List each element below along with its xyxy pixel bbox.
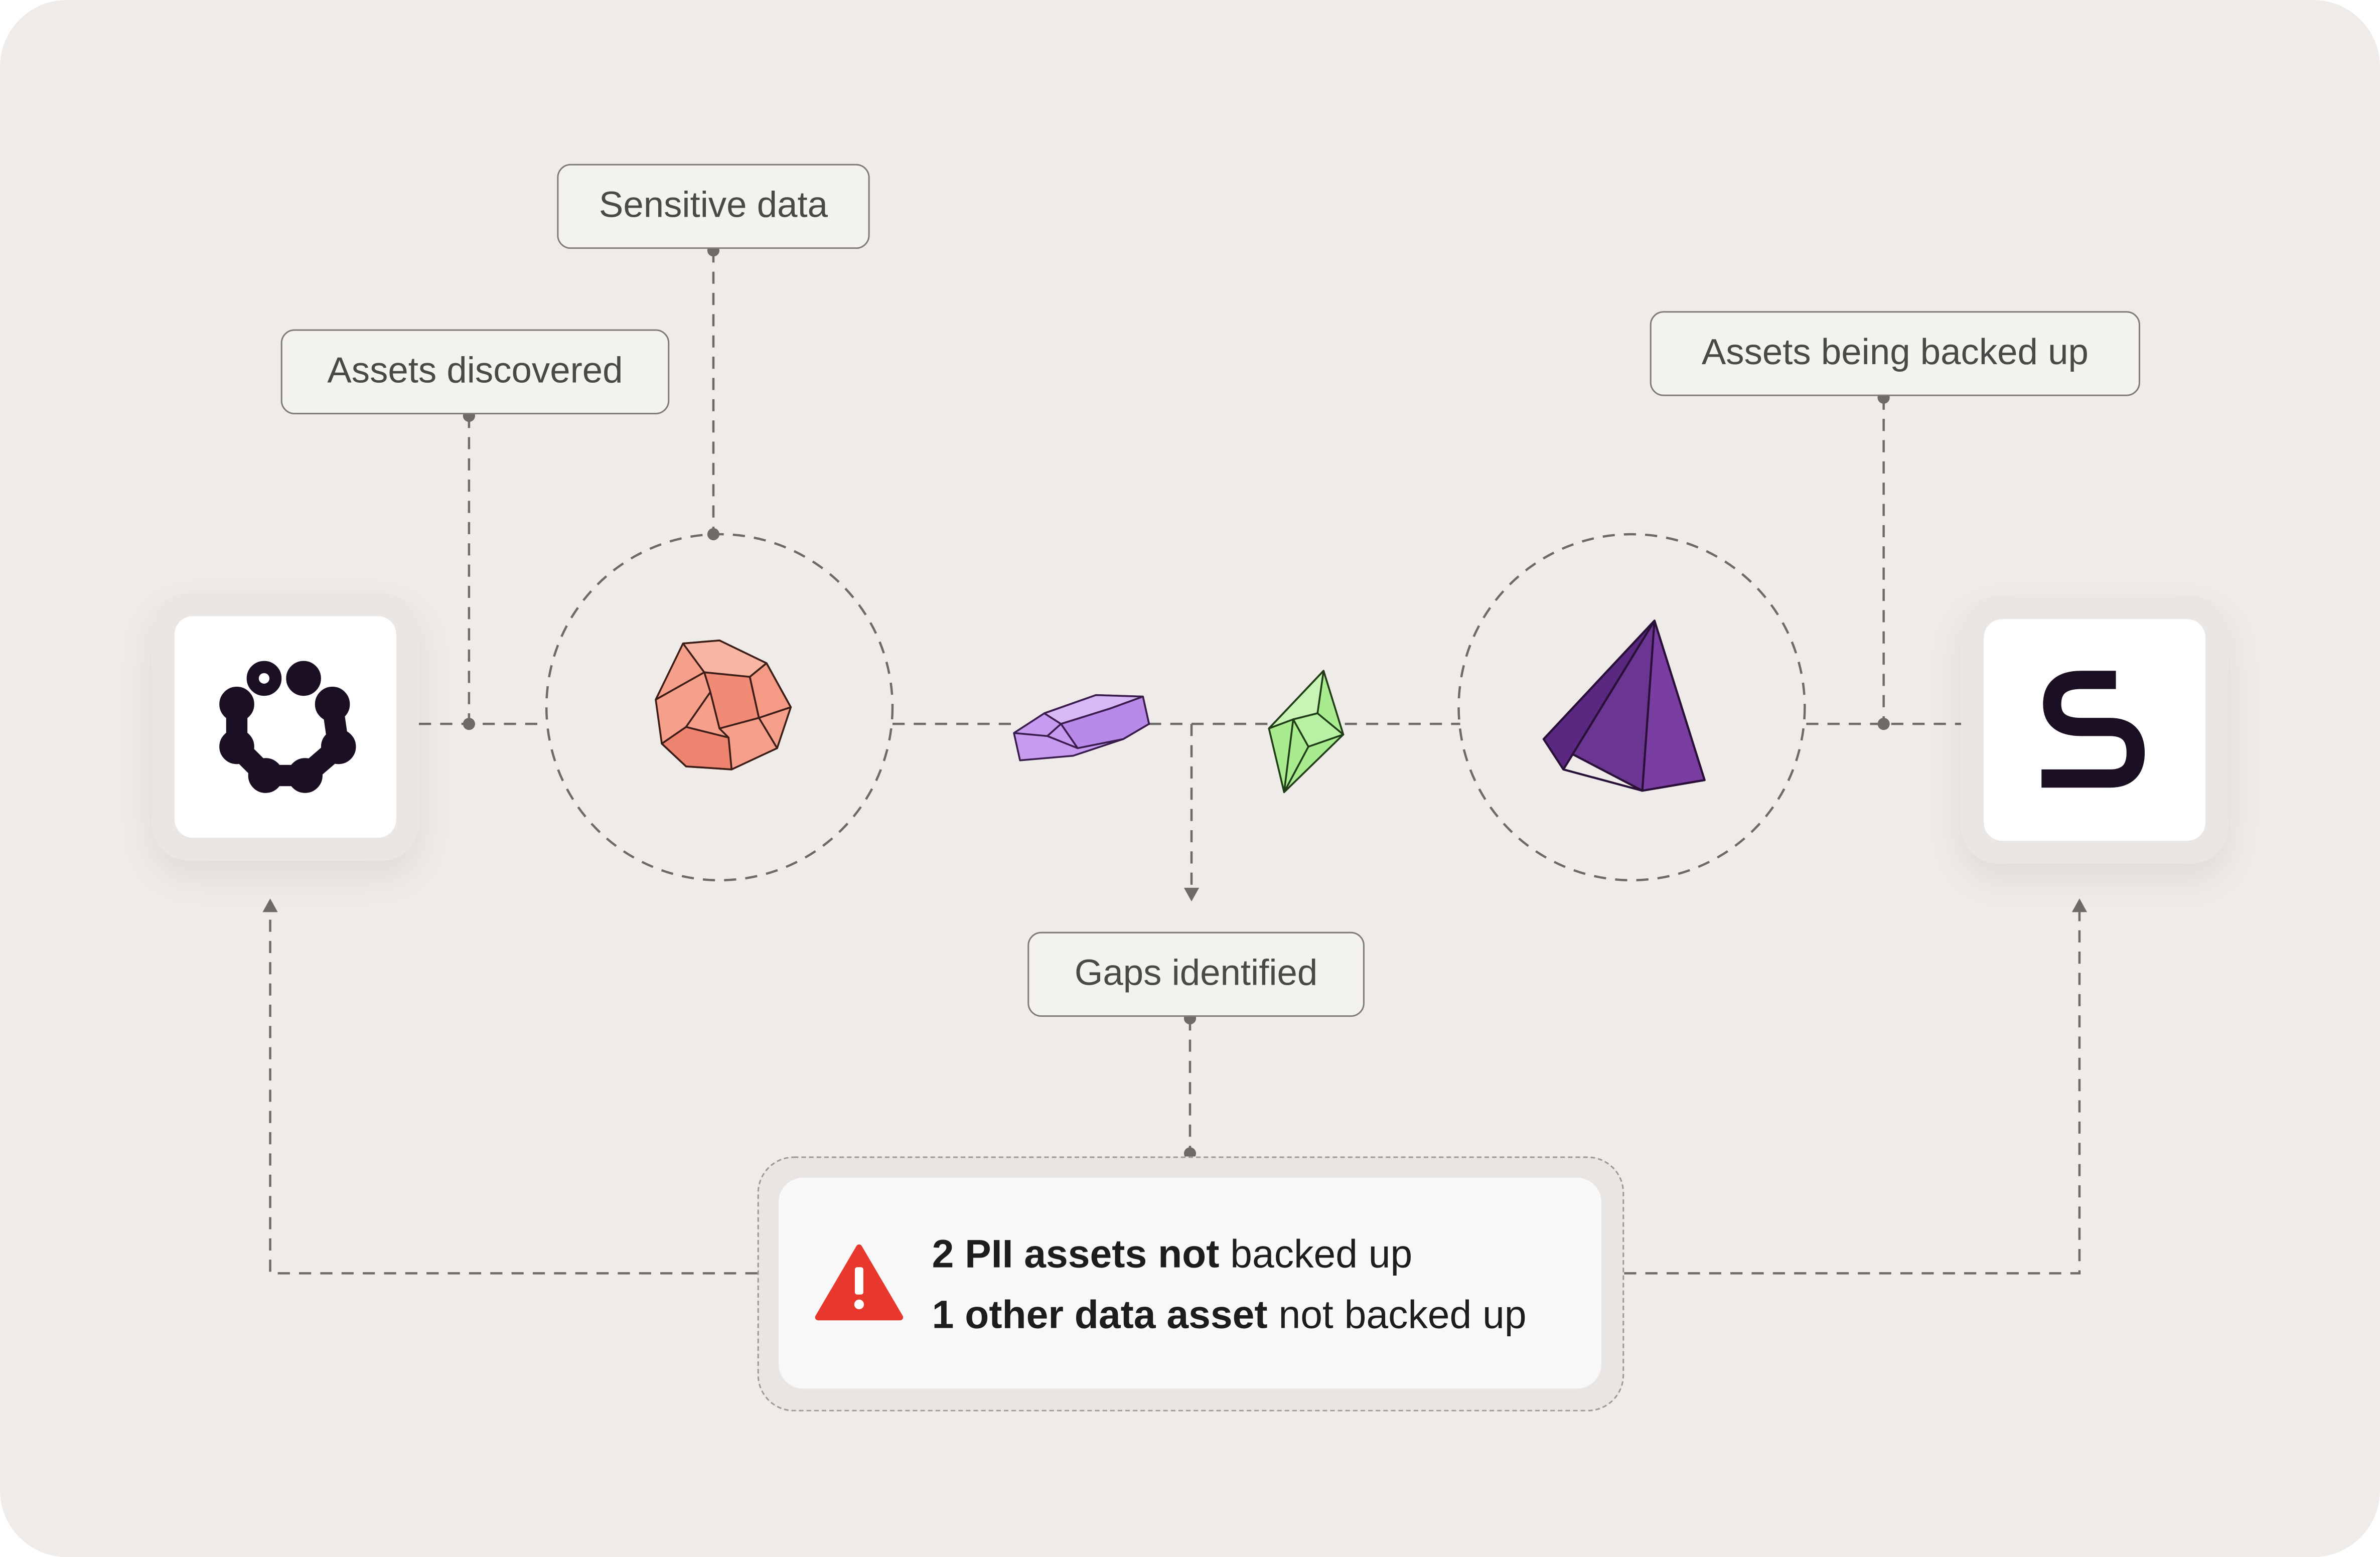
connector-dot xyxy=(707,528,720,541)
arrowhead-down xyxy=(1183,887,1200,902)
arrowhead-up-left xyxy=(262,898,278,912)
label-gaps-identified: Gaps identified xyxy=(1027,931,1365,1017)
label-assets-discovered: Assets discovered xyxy=(280,329,670,414)
connector-dot xyxy=(463,718,475,730)
dotted-ring-logo-icon xyxy=(219,661,356,793)
left-logo-tile xyxy=(152,593,419,861)
s-logo-icon xyxy=(2041,671,2145,788)
gaps-alert-card xyxy=(779,1177,1601,1389)
lilac-crystal-icon xyxy=(1013,694,1150,761)
label-sensitive-data: Sensitive data xyxy=(557,164,870,249)
circle-right xyxy=(1457,533,1806,882)
arrowhead-up-right xyxy=(2071,898,2088,912)
connector-alert-to-right-tile xyxy=(1624,912,2081,1275)
purple-pyramid-icon xyxy=(1542,619,1706,792)
connector-dot xyxy=(1877,718,1890,730)
orange-polyhedron-icon xyxy=(655,639,792,770)
green-gem-icon xyxy=(1268,670,1345,794)
right-logo-tile xyxy=(1961,596,2228,864)
connector-alert-to-left-tile xyxy=(269,912,758,1275)
label-assets-being-backed-up: Assets being backed up xyxy=(1650,311,2140,396)
alert-line-1: 2 PII assets not backed up xyxy=(932,1230,1413,1277)
alert-line-2: 1 other data asset not backed up xyxy=(932,1291,1527,1337)
